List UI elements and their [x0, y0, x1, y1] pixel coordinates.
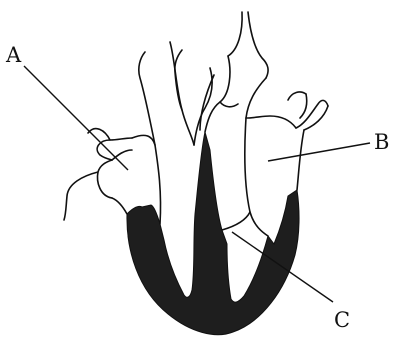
leader-line-a — [24, 66, 128, 170]
ventricle-wall — [127, 132, 299, 335]
leader-line-b — [268, 143, 370, 161]
label-c: C — [334, 308, 350, 332]
label-a: A — [5, 43, 22, 67]
label-b: B — [374, 130, 389, 154]
